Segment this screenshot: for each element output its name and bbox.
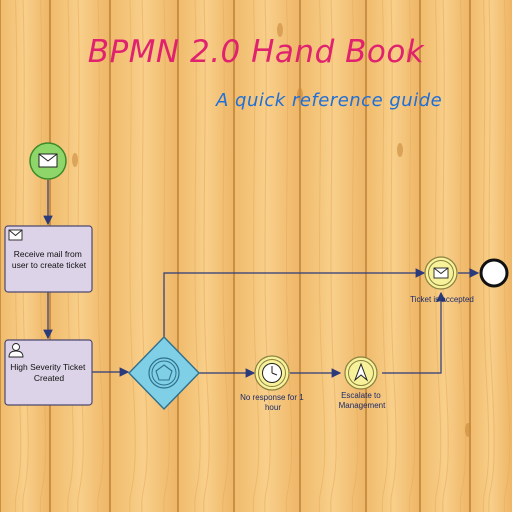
envelope-icon (8, 229, 23, 241)
pentagon-icon (155, 364, 173, 381)
end-event (479, 258, 509, 288)
svg-text:Ticket is accepted: Ticket is accepted (410, 295, 474, 304)
svg-text:Receive mail from user t: Receive mail from user to create ticket (12, 249, 87, 270)
task-receive-mail: Receive mail from user to create ticket (4, 225, 93, 293)
event-timer: No response for 1 hour (240, 355, 306, 412)
task-label-line: High Severity Ticket (10, 362, 86, 372)
svg-text:Escalate to Management: Escalate to Management (339, 391, 386, 410)
svg-text:No response for 1 hour: No response for 1 hour (240, 393, 306, 412)
user-icon (8, 343, 24, 358)
event-based-gateway (128, 335, 200, 411)
svg-text:High Severity Ticket Cre: High Severity Ticket Created (10, 362, 88, 383)
event-label-line: Ticket is accepted (410, 295, 474, 304)
event-ticket-accepted: Ticket is accepted (410, 256, 474, 304)
timer-icon (262, 363, 282, 383)
envelope-icon (433, 267, 449, 279)
page-subtitle: A quick reference guide (216, 90, 443, 111)
task-label-line: user to create ticket (12, 260, 87, 270)
escalation-icon (353, 362, 369, 382)
flow-escalate-to-accepted (382, 291, 446, 374)
event-escalation: Escalate to Management (339, 356, 386, 410)
event-label-line: Escalate to (341, 391, 381, 400)
event-label-line: Management (339, 401, 386, 410)
start-event (29, 142, 67, 180)
task-high-severity: High Severity Ticket Created (4, 339, 93, 406)
event-label-line: No response for 1 (240, 393, 304, 402)
event-label-line: hour (265, 403, 281, 412)
envelope-icon (38, 153, 58, 168)
end-circle (479, 258, 509, 288)
task-label-line: Receive mail from (14, 249, 82, 259)
page-title: BPMN 2.0 Hand Book (87, 34, 425, 70)
task-label-line: Created (34, 373, 65, 383)
flow-gateway-to-accepted (163, 268, 426, 338)
